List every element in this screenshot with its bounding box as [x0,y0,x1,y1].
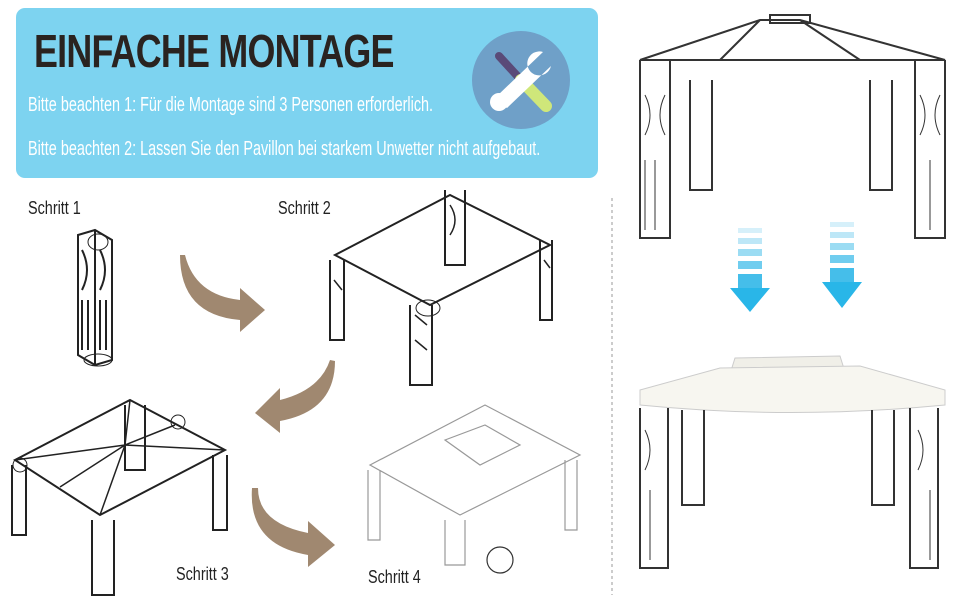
arrow-step3-to-4 [251,488,335,567]
brown-arrows [180,255,335,567]
step-4-label: Schritt 4 [368,567,421,587]
step-1-label: Schritt 1 [28,198,81,218]
step-4-gazebo-drawing [367,404,582,574]
gazebo-frame-photo [639,14,946,239]
step-1-post-drawing [77,228,113,367]
tools-icon [472,31,570,129]
step-3-frame-drawing [11,398,228,596]
arrow-step1-to-2 [180,255,265,332]
banner-title: EINFACHE MONTAGE [34,25,394,77]
gazebo-with-canopy-photo [639,355,946,569]
step-3-label: Schritt 3 [176,564,229,584]
step-2-label: Schritt 2 [278,198,331,218]
step-2-frame-drawing [329,190,553,386]
note-1: Bitte beachten 1: Für die Montage sind 3… [28,94,434,116]
arrow-step2-to-3 [255,360,335,433]
info-banner: EINFACHE MONTAGE Bitte beachten 1: Für d… [16,8,598,178]
cyan-down-arrows [730,222,862,312]
note-2: Bitte beachten 2: Lassen Sie den Pavillo… [28,138,541,160]
